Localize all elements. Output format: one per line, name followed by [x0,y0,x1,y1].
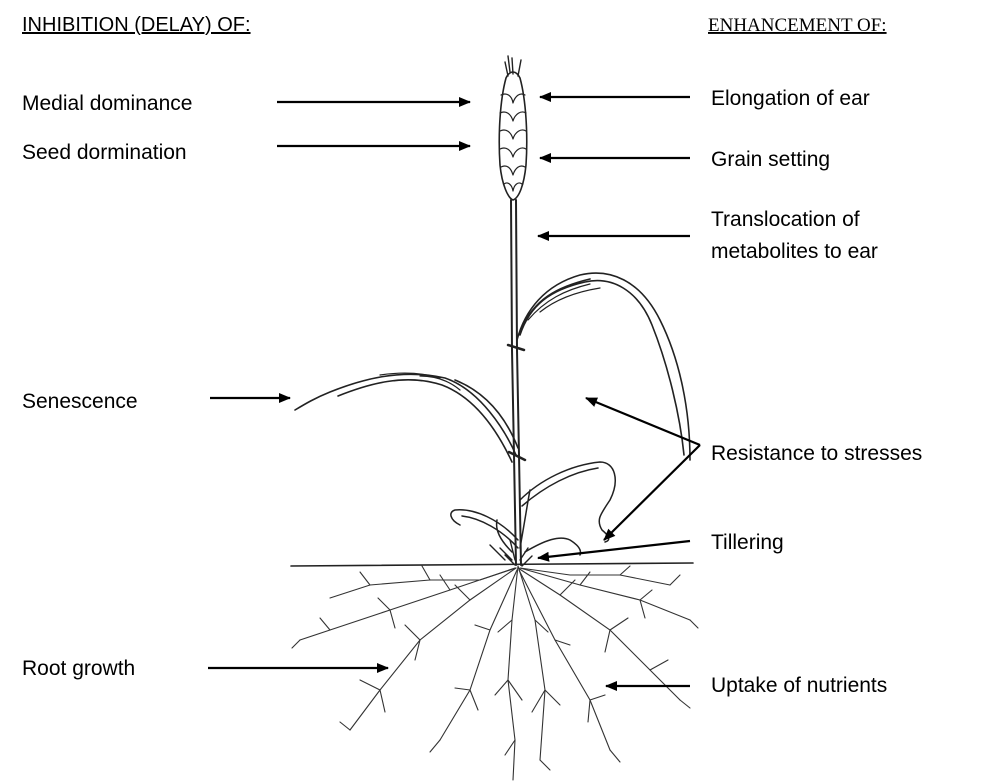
label-seed-dormination: Seed dormination [22,141,187,164]
arrow-resistance-upper [586,398,700,445]
label-tillering: Tillering [711,531,784,554]
label-translocation-line1: Translocation of [711,208,860,231]
middle-leaf [295,374,518,462]
label-grain-setting: Grain setting [711,148,830,171]
arrow-tillering [538,541,690,558]
lower-leaves [451,462,615,555]
upper-leaf [517,273,690,460]
main-stem [511,200,521,565]
label-root-growth: Root growth [22,657,135,680]
header-enhancement: ENHANCEMENT OF: [708,15,887,36]
root-system [292,566,698,780]
label-medial-dominance: Medial dominance [22,92,192,115]
label-senescence: Senescence [22,390,138,413]
wheat-ear [499,56,527,200]
label-resistance-to-stresses: Resistance to stresses [711,442,922,465]
arrow-resistance-lower [604,445,700,540]
label-uptake-of-nutrients: Uptake of nutrients [711,674,887,697]
label-translocation: Translocation of metabolites to ear [711,208,878,263]
ground-line [291,563,693,566]
label-translocation-line2: metabolites to ear [711,240,878,263]
header-inhibition: INHIBITION (DELAY) OF: [22,14,251,36]
label-elongation-of-ear: Elongation of ear [711,87,870,110]
